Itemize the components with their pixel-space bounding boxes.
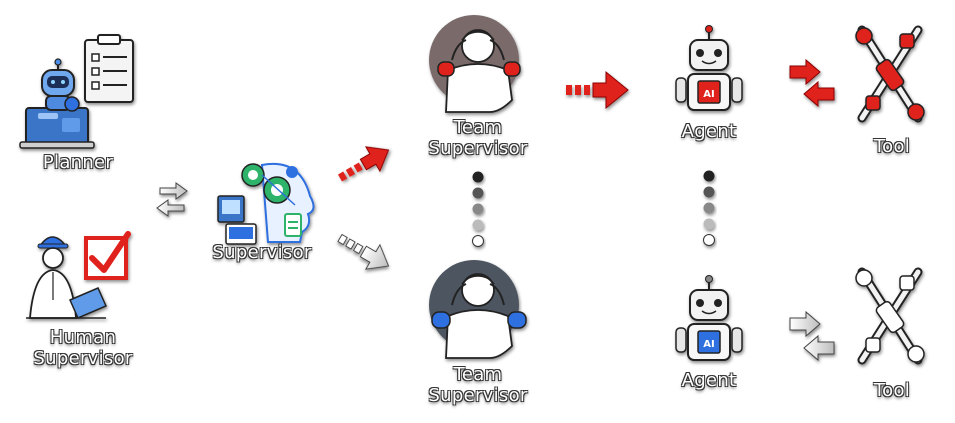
red-arrow-to-agent: [566, 70, 629, 110]
gray-bidirectional-arrow-icon: [789, 310, 835, 362]
supervisor-node: [217, 163, 315, 245]
human-supervisor-icon: [26, 236, 107, 319]
agent-robot-top-icon: [675, 25, 743, 111]
gray-arrow-to-team-bottom: [337, 233, 390, 270]
human-supervisor-label-line1: Human: [49, 327, 117, 348]
tool-top-icon: [855, 25, 925, 123]
tool-top-label: Tool: [873, 136, 911, 157]
team-supervisor-bottom-label-line1: Team: [453, 364, 503, 385]
supervisor-ai-head-icon: [217, 163, 315, 245]
team-supervisor-bottom-label-line2: Supervisor: [428, 385, 528, 406]
tool-bottom-label: Tool: [873, 380, 911, 401]
team-supervisor-bottom-icon: [429, 260, 527, 359]
supervisor-label: Supervisor: [212, 242, 312, 263]
team-supervisor-top-label: Team Supervisor: [416, 117, 540, 159]
team-supervisor-top-label-line2: Supervisor: [428, 138, 528, 159]
red-bidirectional-arrow-icon: [789, 58, 835, 108]
ai-chip-label-bottom: AI: [703, 339, 714, 350]
planner-node: [19, 34, 134, 149]
clipboard-icon: [84, 34, 134, 103]
agent-robot-bottom-icon: [675, 275, 743, 361]
red-arrow-to-team-top: [338, 146, 390, 182]
tool-bottom-icon: [855, 267, 925, 365]
agent-bottom-label: Agent: [681, 370, 737, 391]
team-supervisor-top-label-line1: Team: [453, 117, 503, 138]
planner-robot-icon: [19, 58, 95, 149]
human-supervisor-label: Human Supervisor: [20, 327, 146, 369]
human-supervisor-label-line2: Supervisor: [33, 348, 133, 369]
agent-ellipsis-dots: [703, 170, 715, 246]
agent-top-label: Agent: [681, 121, 737, 142]
checkbox-icon: [84, 231, 131, 280]
human-supervisor-node: [26, 231, 131, 319]
planner-label: Planner: [42, 152, 114, 173]
ai-chip-label-top: AI: [703, 89, 714, 100]
bidirectional-arrow-icon: [156, 182, 188, 217]
team-supervisor-top-icon: [429, 15, 521, 113]
team-supervisor-bottom-label: Team Supervisor: [416, 364, 540, 406]
team-ellipsis-dots: [472, 171, 484, 247]
